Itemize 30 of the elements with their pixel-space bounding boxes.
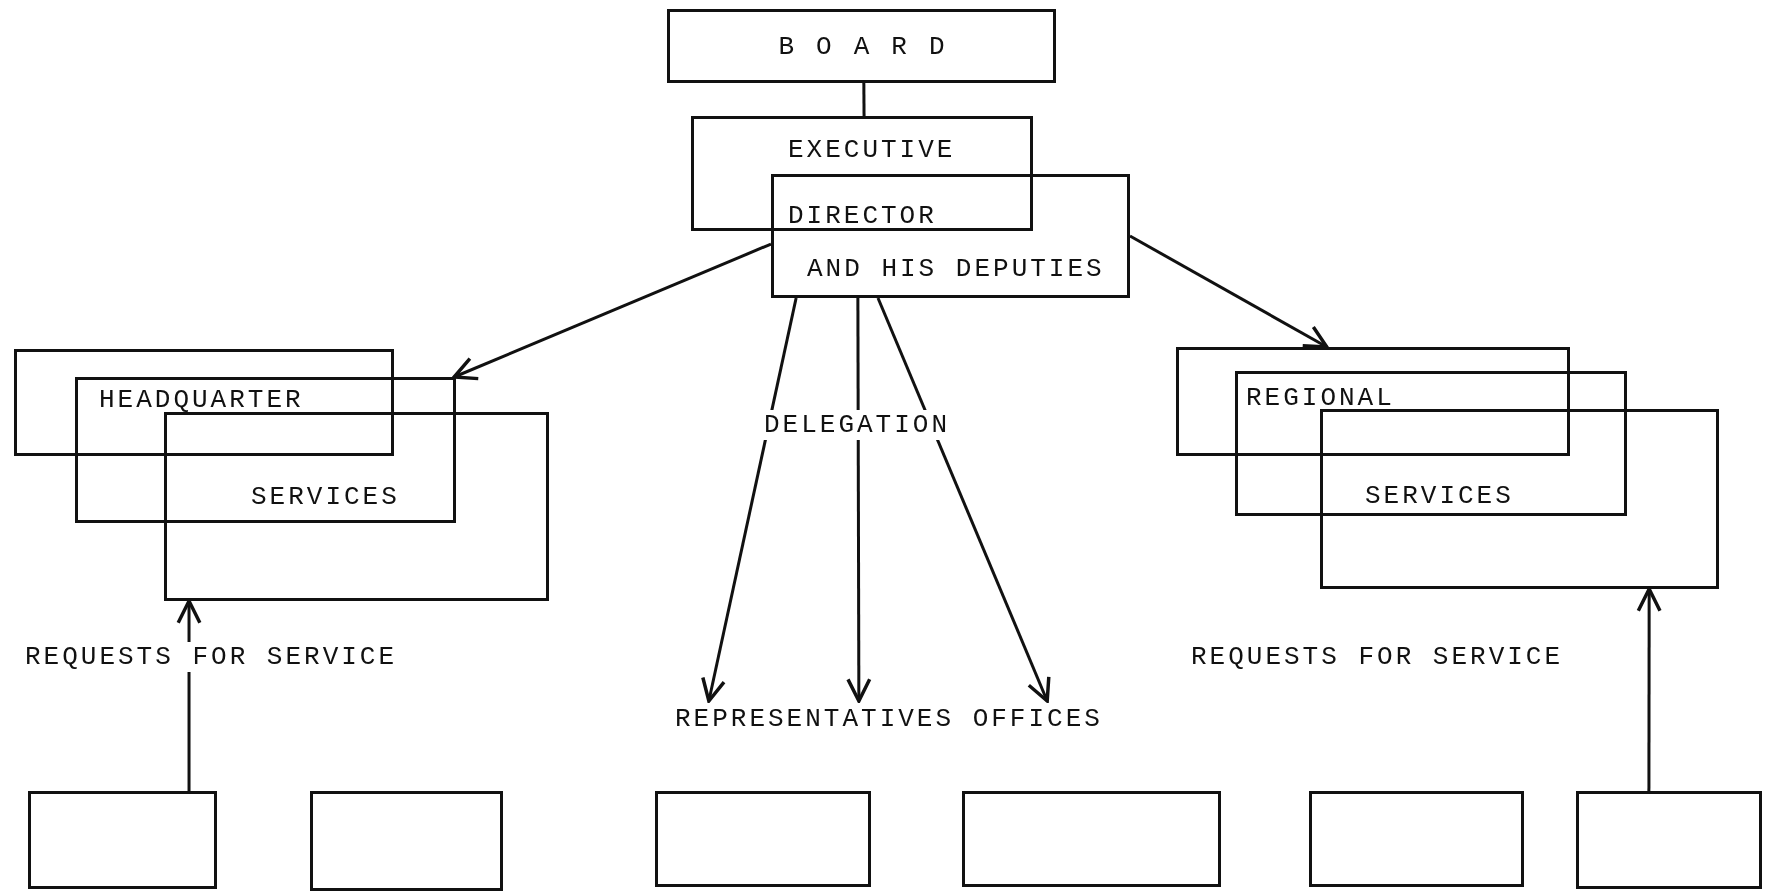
empty-box <box>1309 791 1524 887</box>
box-label: EXECUTIVE <box>788 135 956 165</box>
org-box <box>771 174 1130 298</box>
box-label: HEADQUARTER <box>99 385 304 415</box>
empty-box <box>310 791 503 891</box>
box-label: REGIONAL <box>1246 383 1395 413</box>
empty-box <box>655 791 871 887</box>
empty-box <box>1576 791 1762 889</box>
empty-box <box>164 412 549 601</box>
arrow <box>846 298 872 703</box>
org-box <box>667 9 1056 83</box>
org-box <box>1176 347 1570 456</box>
empty-box <box>962 791 1221 887</box>
arrow <box>701 297 798 703</box>
arrow <box>876 297 1051 703</box>
box-label: AND HIS DEPUTIES <box>807 254 1105 284</box>
org-box <box>14 349 394 456</box>
arrow <box>1129 234 1329 349</box>
note-label: REPRESENTATIVES OFFICES <box>671 704 1107 734</box>
empty-box <box>1320 409 1719 589</box>
box-label: BOARD <box>777 32 968 62</box>
connector-line <box>862 83 866 116</box>
org-box <box>691 116 1033 231</box>
org-box <box>75 377 456 523</box>
box-label: SERVICES <box>251 482 400 512</box>
box-label: DIRECTOR <box>788 201 937 231</box>
box-label: SERVICES <box>1365 481 1514 511</box>
org-box <box>1235 371 1627 516</box>
arrow <box>1636 587 1662 791</box>
empty-box <box>28 791 217 889</box>
